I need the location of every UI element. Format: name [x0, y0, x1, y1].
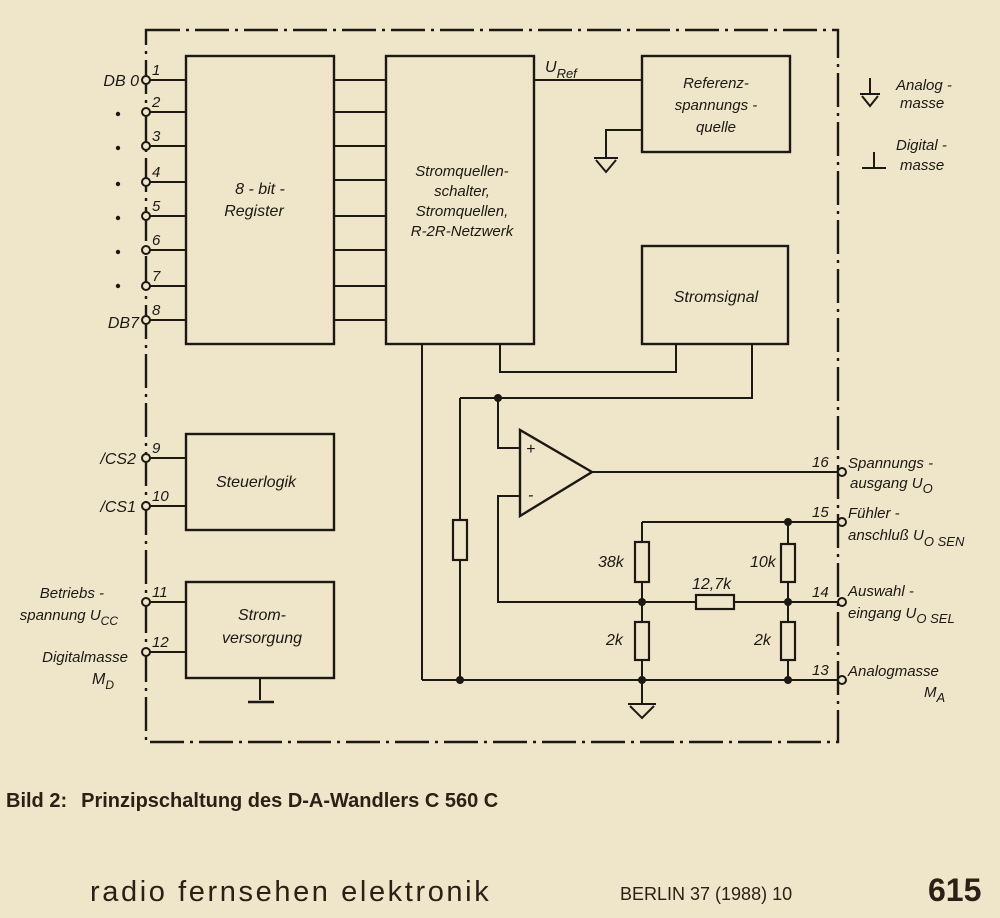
opamp-triangle: [518, 427, 595, 519]
pin16-label-line2: ausgang UO: [850, 475, 933, 496]
pin-number-15: 15: [812, 504, 829, 521]
resistor-label-38k: 38k: [598, 554, 625, 571]
pin-number-6: 6: [152, 232, 161, 249]
page-number: 615: [928, 872, 982, 908]
control-block: [184, 432, 336, 532]
resistor-2k-right: [779, 620, 797, 662]
resistor-38k: [633, 540, 651, 584]
pin-label-digitalmasse: Digitalmasse: [42, 649, 128, 666]
resistor-10k: [779, 542, 797, 584]
register-label-line1: 8 - bit -: [235, 181, 285, 198]
digital-ground-legend-icon: [862, 152, 886, 169]
junction-dots: [456, 394, 792, 684]
register-block: [184, 54, 336, 346]
switch-label-line2: schalter,: [434, 183, 490, 200]
schematic-diagram: 8 - bit - Register Stromquellen- schalte…: [20, 28, 965, 744]
legend-digital-line2: masse: [900, 157, 944, 174]
left-pin-circles: [141, 75, 151, 657]
pin14-label-line2: eingang UO SEL: [848, 605, 955, 626]
resistors: [451, 518, 797, 662]
power-label-line1: Strom-: [238, 607, 286, 624]
reference-label-line2: spannungs -: [675, 97, 758, 114]
resistor-label-12-7k: 12,7k: [692, 576, 732, 593]
pin-number-7: 7: [152, 268, 161, 285]
legend-analog-line1: Analog -: [895, 77, 952, 94]
resistor-label-2k-right: 2k: [753, 632, 772, 649]
pin-label-ucc: spannung UCC: [20, 607, 119, 628]
switch-block: [384, 54, 536, 346]
resistor-label-2k-left: 2k: [605, 632, 624, 649]
register-label-line2: Register: [224, 203, 284, 220]
magazine-name: radio fernsehen elektronik: [90, 876, 492, 908]
pin-label-md: MD: [92, 671, 114, 692]
pin15-label-line2: anschluß UO SEN: [848, 527, 965, 549]
left-pin-numbers: 1 2 3 4 5 6 7 8 9 10 11 12: [151, 62, 169, 651]
current-signal-block: [640, 244, 790, 346]
pin-number-9: 9: [152, 440, 161, 457]
control-label: Steuerlogik: [216, 474, 297, 491]
ic-boundary: [144, 28, 840, 744]
pin-label-betriebs: Betriebs -: [40, 585, 104, 602]
opamp-minus: -: [528, 487, 533, 504]
switch-label-line3: Stromquellen,: [416, 203, 509, 220]
pin-number-3: 3: [152, 128, 161, 145]
uref-label: URef: [545, 59, 578, 81]
resistor-2k-left: [633, 620, 651, 662]
opamp-plus: +: [526, 441, 535, 458]
left-pin-wires: [150, 79, 186, 653]
right-pin-circles: [837, 467, 847, 685]
pin15-label-line1: Fühler -: [848, 505, 900, 522]
resistor-feedback: [451, 518, 469, 562]
divider-ground-icon: [628, 703, 656, 720]
pin-number-14: 14: [812, 584, 829, 601]
resistor-label-10k: 10k: [750, 554, 777, 571]
pin-number-11: 11: [152, 584, 168, 601]
ellipsis-dots: [115, 111, 121, 289]
legend-analog-line2: masse: [900, 95, 944, 112]
caption-number: Bild 2:: [6, 790, 68, 812]
pin13-label-line2: MA: [924, 684, 945, 705]
pin16-label-line1: Spannungs -: [848, 455, 933, 472]
pin-label-cs2: /CS2: [99, 451, 136, 468]
pin-number-8: 8: [152, 302, 161, 319]
resistor-12-7k: [694, 593, 736, 611]
pin-number-2: 2: [151, 94, 161, 111]
legend-digital-line1: Digital -: [896, 137, 947, 154]
pin-number-16: 16: [812, 454, 829, 471]
pin-number-1: 1: [152, 62, 160, 79]
reference-block: [640, 54, 792, 154]
pin-number-10: 10: [152, 488, 169, 505]
right-pin-labels: Spannungs - ausgang UO Fühler - anschluß…: [847, 455, 965, 705]
pin-number-4: 4: [152, 164, 160, 181]
pin-label-cs1: /CS1: [99, 499, 136, 516]
pin-number-13: 13: [812, 662, 829, 679]
pin13-label-line1: Analogmasse: [847, 663, 939, 680]
left-pin-labels: DB 0 DB7 /CS2 /CS1 Betriebs - Digitalmas…: [40, 73, 140, 666]
reference-wiring: [534, 79, 642, 158]
pin-number-5: 5: [152, 198, 161, 215]
issue-info: BERLIN 37 (1988) 10: [620, 884, 793, 904]
switch-label-line4: R-2R-Netzwerk: [411, 223, 515, 240]
reference-label-line3: quelle: [696, 119, 736, 136]
pin14-label-line1: Auswahl -: [847, 583, 914, 600]
pin-number-12: 12: [152, 634, 169, 651]
pin-label-db7: DB7: [108, 315, 140, 332]
current-signal-label: Stromsignal: [674, 289, 759, 306]
analog-ground-legend-icon: [860, 78, 880, 108]
caption-text: Prinzipschaltung des D-A-Wandlers C 560 …: [81, 790, 499, 812]
ref-ground-icon: [594, 157, 618, 174]
reference-label-line1: Referenz-: [683, 75, 749, 92]
switch-label-line1: Stromquellen-: [415, 163, 508, 180]
data-bus: [334, 79, 386, 321]
power-label-line2: versorgung: [222, 630, 302, 647]
figure-caption: Bild 2: Prinzipschaltung des D-A-Wandlers…: [6, 790, 498, 813]
pin-label-db0: DB 0: [103, 73, 139, 90]
right-pin-numbers: 16 15 14 13: [812, 454, 829, 679]
analog-wiring: [259, 344, 840, 704]
